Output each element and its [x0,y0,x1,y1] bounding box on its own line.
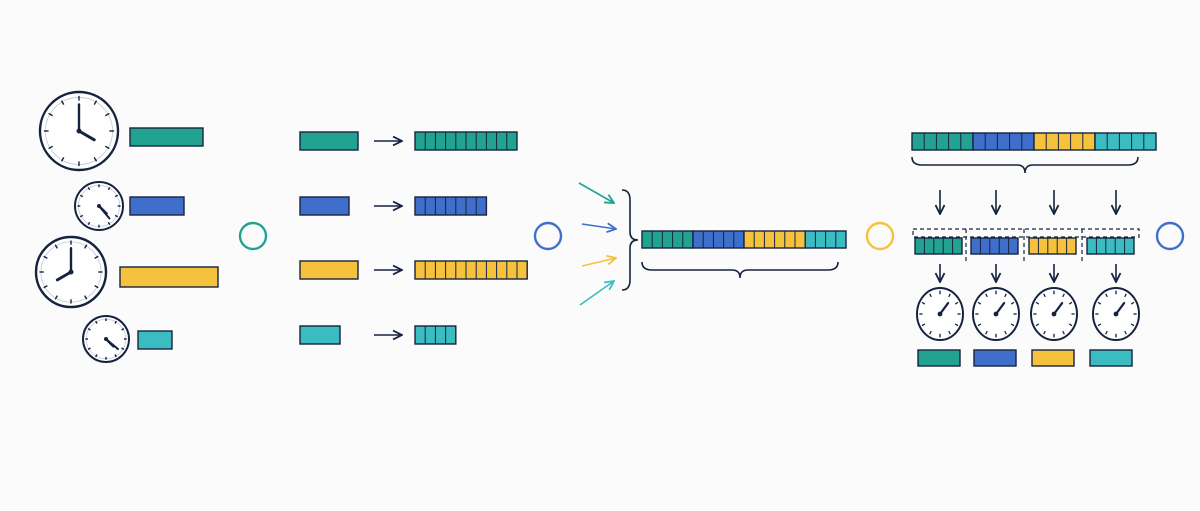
stage-separator-circle [865,221,895,251]
sequence-bar [129,127,204,147]
packed-segment [972,132,1035,151]
clock-icon [82,315,130,363]
packed-segment [804,230,847,249]
gauge-icon [916,287,964,341]
stage-split-process [911,132,1157,367]
sequence-bar [129,196,185,216]
output-block [1089,349,1133,367]
token-sequence [414,325,457,345]
gauge-icon [1030,287,1078,341]
packed-segment [1033,132,1096,151]
token-sequence [414,196,488,216]
curly-brace-icon [641,261,839,279]
packed-segment [1094,132,1157,151]
stage-concatenate [578,182,847,306]
split-window [912,228,1140,238]
stage-tokenize [299,131,528,345]
gauge-icon [972,287,1020,341]
raw-sequence [299,325,341,345]
stage-inputs [34,90,219,363]
token-sequence [414,131,518,151]
output-block [917,349,961,367]
arrow-in-icon [578,182,614,203]
arrow-in-icon [581,258,616,267]
clock-icon [74,181,124,231]
curly-brace-icon [621,189,639,291]
stage-separator-circle [1155,221,1185,251]
packed-segment [743,230,806,249]
raw-sequence [299,196,350,216]
stage-separator-circle [238,221,268,251]
sequence-bar [119,266,219,288]
arrow-in-icon [579,281,614,306]
output-block [973,349,1017,367]
output-block [1031,349,1075,367]
chunk-tokens [914,237,963,255]
stage-separators [238,221,1185,251]
curly-brace-icon [911,156,1139,174]
raw-sequence [299,131,359,151]
packed-segment [641,230,694,249]
arrow-in-icon [581,224,616,229]
sequence-bar [137,330,173,350]
stage-separator-circle [533,221,563,251]
chunk-tokens [970,237,1019,255]
chunk-tokens [1028,237,1077,255]
raw-sequence [299,260,359,280]
clock-icon [38,90,120,172]
chunk-tokens [1086,237,1135,255]
packed-segment [911,132,974,151]
gauge-icon [1092,287,1140,341]
clock-icon [34,235,108,309]
packed-segment [692,230,745,249]
token-sequence [414,260,528,280]
